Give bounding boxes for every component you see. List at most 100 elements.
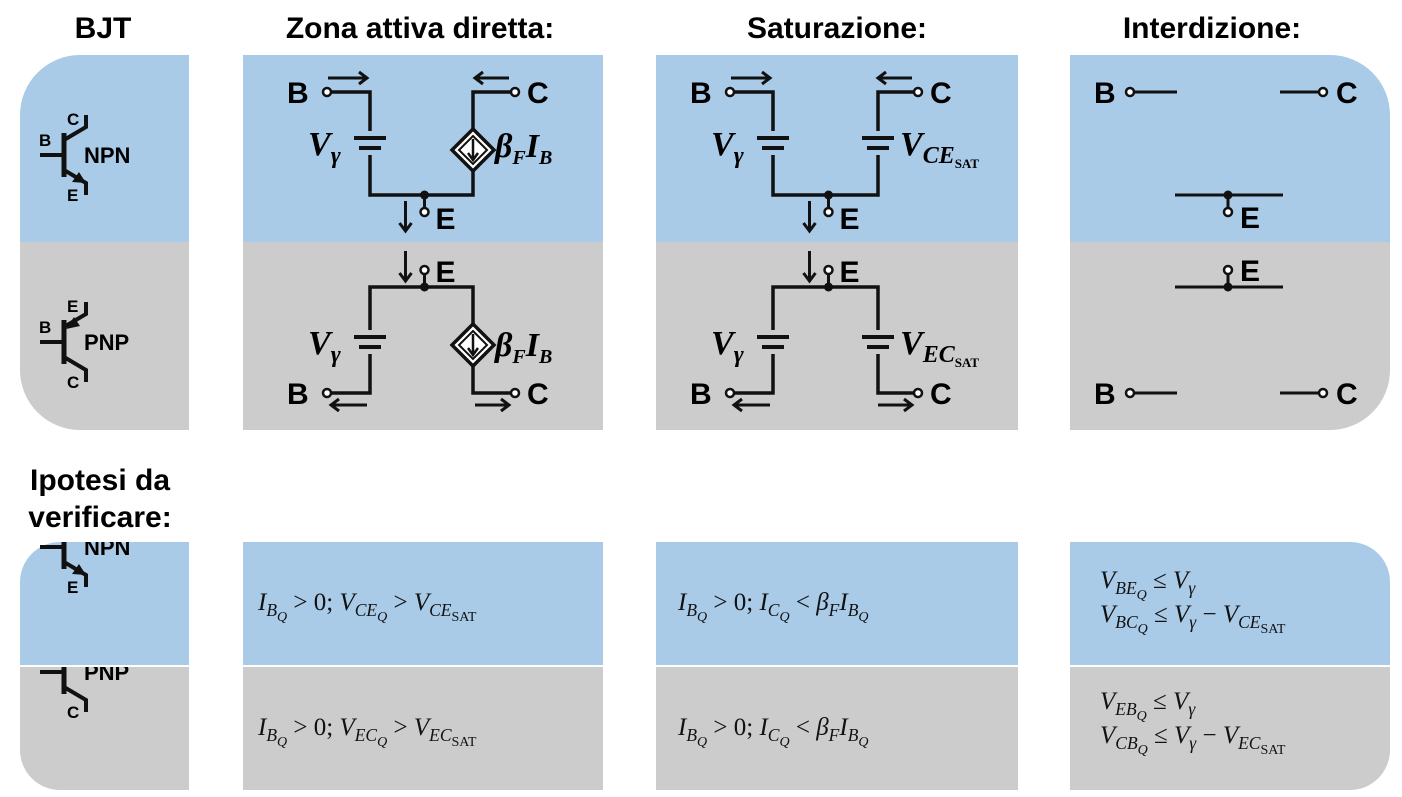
terminal-node-icon <box>509 387 521 399</box>
terminal-c-label: C <box>1336 378 1358 411</box>
gap <box>366 131 374 155</box>
terminal-bottom-label: C <box>67 703 79 722</box>
math-operator: > <box>387 714 414 741</box>
header-bjt: BJT <box>74 12 132 45</box>
label-part: I <box>525 128 541 165</box>
terminal-node-icon <box>724 387 736 399</box>
transistor-type-label: NPN <box>84 542 130 560</box>
math-subscript-text: CE <box>429 600 452 621</box>
terminal-node-icon <box>724 86 736 98</box>
terminal-node-icon <box>1124 86 1136 98</box>
math-subscript: EBQ <box>1115 699 1147 723</box>
battery-icon <box>354 330 386 354</box>
arrow-head <box>398 222 413 234</box>
sat-npn-conditions: IBQ > 0; ICQ < βFIBQ <box>678 586 869 625</box>
vgamma-label: Vγ <box>711 126 744 169</box>
arrow-head <box>875 70 887 86</box>
gap <box>769 330 777 354</box>
wire <box>734 90 914 197</box>
math-subsubscript: SAT <box>451 610 477 626</box>
math-subsubscript: Q <box>1136 588 1147 604</box>
math-subscript-text: C <box>767 600 780 621</box>
battery-icon <box>862 131 894 155</box>
math-subscript: CESAT <box>1238 612 1285 636</box>
math-subscript: γ <box>1189 733 1196 753</box>
math-subscript: F <box>829 600 840 620</box>
hypotheses-title-line1: Ipotesi da <box>29 464 171 497</box>
math-subscript-text: C <box>767 725 780 746</box>
math-subsubscript: Q <box>779 610 790 626</box>
terminal-node-icon <box>1317 86 1329 98</box>
label-base: V <box>711 325 736 362</box>
label-base: V <box>900 126 925 163</box>
terminal-node-icon <box>509 86 521 98</box>
math-operator: > 0; <box>287 589 340 616</box>
terminal-e-label: E <box>840 203 860 236</box>
math-symbol: I <box>759 589 768 616</box>
terminal-bottom-label: E <box>67 578 78 597</box>
sat-pnp-conditions-cell: IBQ > 0; ICQ < βFIBQ <box>656 667 1018 790</box>
math-subscript: CESAT <box>429 600 476 624</box>
terminal-b-label: B <box>690 77 712 110</box>
label-base: V <box>308 325 333 362</box>
math-symbol: V <box>1174 722 1190 749</box>
math-operator: ≤ <box>1146 567 1174 594</box>
math-subscript-text: BE <box>1115 578 1137 599</box>
math-subsubscript: Q <box>779 735 790 751</box>
math-subscript-text: γ <box>1188 699 1196 720</box>
condition-line: IBQ > 0; ICQ < βFIBQ <box>678 586 869 625</box>
current-arrow-icon <box>475 397 512 413</box>
terminal-node-icon <box>912 86 924 98</box>
math-subsubscript: Q <box>858 610 869 626</box>
condition-line: VCBQ ≤ Vγ − VECSAT <box>1100 719 1285 758</box>
label-sub: γ <box>331 342 341 368</box>
math-subscript-text: CB <box>1115 733 1138 754</box>
vgamma-label: Vγ <box>308 126 341 169</box>
hypotheses-title-line2: verificare: <box>28 501 172 534</box>
arrow-head <box>731 397 743 413</box>
label-part: F <box>511 147 526 169</box>
header-cutoff: Interdizione: <box>1122 12 1302 45</box>
math-symbol: V <box>339 714 355 741</box>
math-subsubscript: Q <box>1136 709 1147 725</box>
math-subscript: BQ <box>847 600 869 624</box>
gap <box>874 131 882 155</box>
arrow-head <box>472 70 484 86</box>
active-pnp-conditions-cell: IBQ > 0; VECQ > VECSAT <box>243 667 603 790</box>
transistor-type-label: NPN <box>84 143 130 168</box>
active-npn-conditions-cell: IBQ > 0; VCEQ > VCESAT <box>243 542 603 665</box>
arrow-head <box>358 70 370 86</box>
math-subscript-text: CE <box>1238 612 1261 633</box>
terminal-node-icon <box>419 206 430 218</box>
terminal-node-icon <box>823 206 834 218</box>
math-subscript: CBQ <box>1115 733 1148 757</box>
current-arrow-icon <box>398 251 413 284</box>
terminal-node-icon <box>1222 206 1234 218</box>
math-symbol: V <box>1100 722 1116 749</box>
math-subscript-text: B <box>847 600 859 621</box>
math-subsubscript: SAT <box>1260 622 1286 638</box>
emitter-arrow-icon <box>66 317 80 329</box>
math-subscript-text: BC <box>1115 612 1138 633</box>
math-subscript-text: F <box>828 725 840 746</box>
condition-line: IBQ > 0; VECQ > VECSAT <box>258 711 476 750</box>
math-symbol: β <box>816 589 829 616</box>
arrow-head <box>802 272 817 284</box>
